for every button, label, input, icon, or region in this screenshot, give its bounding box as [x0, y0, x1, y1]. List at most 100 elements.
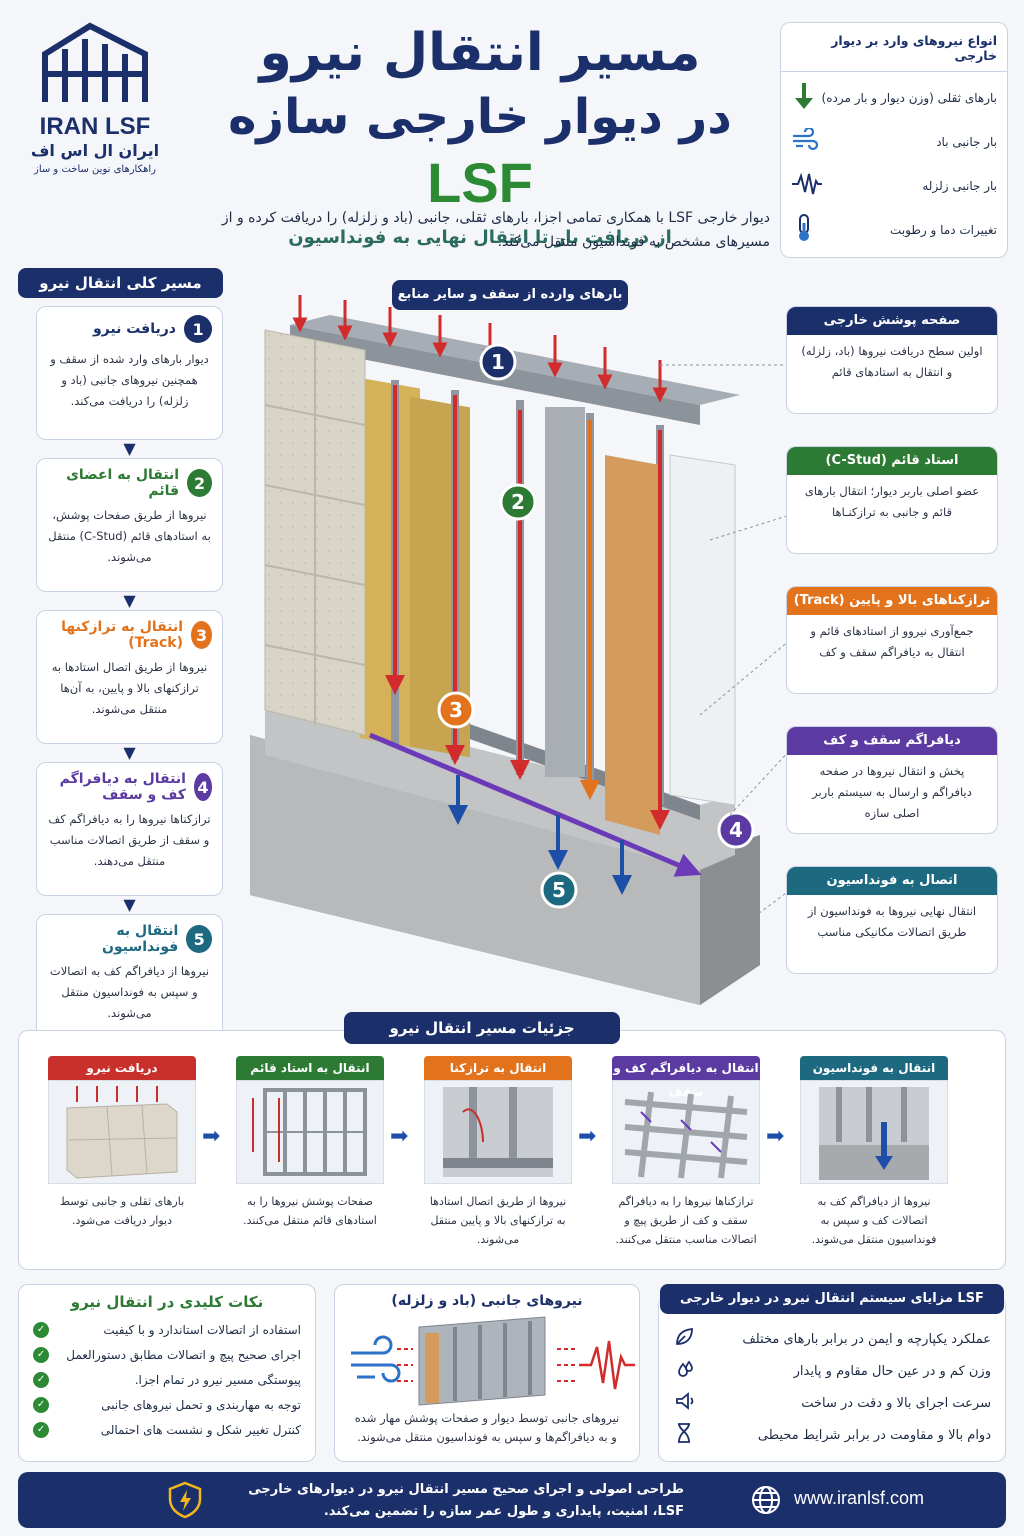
detail-step-title: انتقال به ترازکنا [424, 1056, 572, 1080]
detail-step-image [424, 1080, 572, 1184]
check-icon: ✓ [33, 1371, 49, 1388]
keypoint-item: توجه به مهاربندی و تحمل نیروهای جانبی✓ [33, 1392, 301, 1417]
page-subtitle: از دریافت بار تا انتقال نهایی به فونداسی… [288, 227, 672, 248]
advantage-item: دوام بالا و مقاومت در برابر شرایط محیطی [673, 1419, 991, 1451]
down-arrow-icon [791, 81, 817, 115]
lateral-text: نیروهای جانبی توسط دیوار و صفحات پوشش مه… [354, 1411, 620, 1444]
forces-panel: انواع نیروهای وارد بر دیوار خارجی بارهای… [780, 22, 1008, 258]
marker-4: 4 [729, 818, 743, 842]
loads-label: بارهای وارده از سقف و سایر منابع [392, 280, 628, 310]
path-step-title: انتقال به دیافراگم کف و سقف [59, 771, 186, 803]
keypoint-item: اجرای صحیح پیچ و اتصالات مطابق دستورالعم… [33, 1342, 301, 1367]
advantage-text: عملکرد یکپارچه و ایمن در برابر بارهای مخ… [742, 1331, 991, 1347]
path-step-title: انتقال به فونداسیون [102, 923, 179, 955]
detail-step-title: انتقال به فونداسیون [800, 1056, 948, 1080]
force-item: بارهای ثقلی (وزن دیوار و بار مرده) [791, 76, 997, 120]
brand-tagline: راهکارهای نوین ساخت و ساز [34, 164, 156, 175]
advantages-panel: عملکرد یکپارچه و ایمن در برابر بارهای مخ… [658, 1296, 1006, 1462]
detail-step-text: نیروها از دیافراگم کف به اتصالات کف و سپ… [811, 1195, 937, 1246]
website-link[interactable]: www.iranlsf.com [794, 1488, 925, 1508]
keypoint-text: کنترل تغییر شکل و نشست های احتمالی [100, 1422, 301, 1437]
detail-step-image [612, 1080, 760, 1184]
detail-step: انتقال به ترازکنا نیروها از طریق اتصال اس… [424, 1056, 572, 1266]
step-number: 5 [186, 925, 212, 953]
building-logo-icon [42, 22, 148, 102]
path-step-text: نیروها از طریق اتصال استادها به ترازکنها… [51, 660, 208, 716]
component-text: عضو اصلی باربر دیوار؛ انتقال بارهای قائم… [804, 484, 980, 519]
marker-5: 5 [552, 878, 566, 902]
force-label: بارهای ثقلی (وزن دیوار و بار مرده) [821, 91, 997, 105]
check-icon: ✓ [33, 1346, 49, 1363]
thermometer-icon [791, 213, 817, 247]
down-arrow-icon: ▼ [123, 895, 136, 914]
marker-1: 1 [491, 350, 505, 374]
right-arrow-icon: ➡ [390, 1124, 409, 1149]
advantage-text: وزن کم و در عین حال مقاوم و پایدار [793, 1363, 991, 1379]
detail-step: انتقال به دیافراگم کف و سقف ترازکناها نیر… [612, 1056, 760, 1266]
osb-panel [605, 455, 660, 835]
advantage-item: عملکرد یکپارچه و ایمن در برابر بارهای مخ… [673, 1323, 991, 1355]
brand-logo: IRAN LSF ایران ال اس اف راهکارهای نوین س… [20, 14, 170, 184]
brand-name-fa: ایران ال اس اف [30, 141, 160, 160]
step-number: 4 [193, 773, 212, 801]
detail-step-image [800, 1080, 948, 1184]
path-step-text: ترازکناها نیروها را به دیافراگم کف و سقف… [48, 812, 211, 868]
keypoint-item: کنترل تغییر شکل و نشست های احتمالی✓ [33, 1417, 301, 1442]
advantage-text: سرعت اجرای بالا و دقت در ساخت [801, 1395, 991, 1411]
detail-step: انتقال به فونداسیون نیروها از دیافراگم کف… [800, 1056, 948, 1266]
advantage-item: سرعت اجرای بالا و دقت در ساخت [673, 1387, 991, 1419]
component-card: ترازکناهای بالا و پایین (Track) جمع‌آوری … [786, 586, 998, 694]
advantages-title: مزایای سیستم انتقال نیرو در دیوار خارجی … [660, 1284, 1004, 1314]
force-item: تغییرات دما و رطوبت [791, 208, 997, 252]
force-item: بار جانبی زلزله [791, 164, 997, 208]
lateral-title: نیروهای جانبی (باد و زلزله) [391, 1293, 583, 1309]
keypoint-text: توجه به مهاربندی و تحمل نیروهای جانبی [101, 1397, 301, 1412]
detail-step-title: دریافت نیرو [48, 1056, 196, 1080]
shield-icon [168, 1481, 202, 1519]
detail-step-image [48, 1080, 196, 1184]
component-title: ترازکناهای بالا و پایین (Track) [787, 587, 997, 615]
detail-step-title: انتقال به دیافراگم کف و سقف [612, 1056, 760, 1099]
wall-diagram: 1 2 3 4 5 [250, 295, 790, 1005]
path-step-text: نیروها از طریق صفحات پوشش، به استادهای ق… [48, 508, 211, 564]
forces-list: بارهای ثقلی (وزن دیوار و بار مرده) بار جا… [781, 72, 1007, 256]
down-arrow-icon: ▼ [123, 439, 136, 458]
force-label: تغییرات دما و رطوبت [890, 223, 997, 237]
component-title: اتصال به فونداسیون [787, 867, 997, 895]
down-arrow-icon: ▼ [123, 743, 136, 762]
check-icon: ✓ [33, 1321, 49, 1338]
right-arrow-icon: ➡ [578, 1124, 597, 1149]
keypoint-item: استفاده از اتصالات استاندارد و با کیفیت✓ [33, 1317, 301, 1342]
component-text: اولین سطح دریافت نیروها (باد، زلزله) و ا… [801, 344, 983, 379]
marker-2: 2 [511, 490, 525, 514]
force-label: بار جانبی زلزله [922, 179, 997, 193]
hourglass-icon [673, 1422, 695, 1448]
right-arrow-icon: ➡ [766, 1124, 785, 1149]
seismic-icon [791, 172, 823, 200]
intro-text: دیوار خارجی LSF با همکاری تمامی اجزا، با… [221, 210, 770, 250]
detail-step-title: انتقال به استاد قائم [236, 1056, 384, 1080]
component-text: جمع‌آوری نیروو از استادهای قائم و انتقال… [810, 624, 974, 659]
detail-step-text: ترازکناها نیروها را به دیافراگم سقف و کف… [615, 1195, 757, 1246]
path-title: مسیر کلی انتقال نیرو [18, 268, 223, 298]
force-label: بار جانبی باد [936, 135, 997, 149]
lateral-panel: نیروهای جانبی (باد و زلزله) نیروهای جانب… [334, 1284, 640, 1462]
down-arrow-icon: ▼ [123, 591, 136, 610]
detail-step-text: نیروها از طریق اتصال استادها به ترازکنها… [429, 1195, 567, 1246]
component-card: استاد قائم (C-Stud)عضو اصلی باربر دیوار؛… [786, 446, 998, 554]
step-number: 2 [187, 469, 212, 497]
details-title: جزئیات مسیر انتقال نیرو [344, 1012, 620, 1044]
